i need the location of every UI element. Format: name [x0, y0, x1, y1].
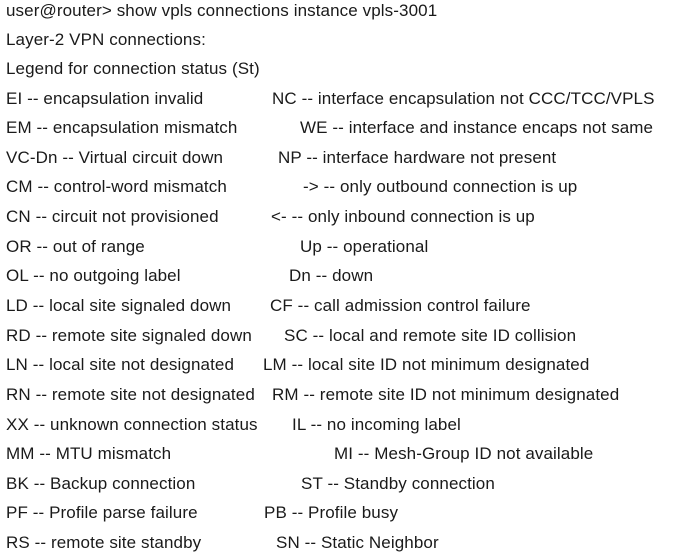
legend-code-left: VC-Dn -- Virtual circuit down — [6, 148, 224, 167]
legend-row: RD -- remote site signaled down SC -- lo… — [0, 325, 675, 347]
legend-code-right: Up -- operational — [300, 237, 429, 256]
legend-row: CN -- circuit not provisioned <- -- only… — [0, 206, 675, 228]
legend-code-right: SN -- Static Neighbor — [276, 533, 439, 552]
legend-row: OR -- out of range Up -- operational — [0, 236, 675, 258]
legend-code-left: OR -- out of range — [6, 237, 145, 256]
legend-row: EI -- encapsulation invalid NC -- interf… — [0, 88, 675, 110]
legend-code-left: CN -- circuit not provisioned — [6, 207, 219, 226]
legend-code-left: CM -- control-word mismatch — [6, 177, 227, 196]
legend-row: OL -- no outgoing label Dn -- down — [0, 265, 675, 287]
legend-row: BK -- Backup connection ST -- Standby co… — [0, 473, 675, 495]
command-line: user@router> show vpls connections insta… — [6, 1, 438, 20]
legend-code-left: XX -- unknown connection status — [6, 415, 258, 434]
legend-code-right: RM -- remote site ID not minimum designa… — [272, 385, 620, 404]
legend-code-left: BK -- Backup connection — [6, 474, 196, 493]
legend-row: MM -- MTU mismatch MI -- Mesh-Group ID n… — [0, 443, 675, 465]
legend-code-left: LN -- local site not designated — [6, 355, 235, 374]
legend-code-right: ST -- Standby connection — [301, 474, 495, 493]
legend-code-right: IL -- no incoming label — [292, 415, 461, 434]
legend-code-left: MM -- MTU mismatch — [6, 444, 172, 463]
legend-code-left: EM -- encapsulation mismatch — [6, 118, 238, 137]
legend-code-right: WE -- interface and instance encaps not … — [300, 118, 654, 137]
legend-code-right: <- -- only inbound connection is up — [271, 207, 535, 226]
legend-code-left: PF -- Profile parse failure — [6, 503, 198, 522]
legend-code-right: NP -- interface hardware not present — [278, 148, 557, 167]
legend-code-left: LD -- local site signaled down — [6, 296, 232, 315]
legend-code-right: Dn -- down — [289, 266, 374, 285]
legend-title: Legend for connection status (St) — [6, 59, 260, 78]
output-heading: Layer-2 VPN connections: — [6, 30, 206, 49]
legend-row: LN -- local site not designated LM -- lo… — [0, 354, 675, 376]
legend-code-right: CF -- call admission control failure — [270, 296, 531, 315]
legend-row: RS -- remote site standby SN -- Static N… — [0, 532, 675, 554]
legend-code-right: PB -- Profile busy — [264, 503, 399, 522]
legend-code-left: RS -- remote site standby — [6, 533, 202, 552]
legend-row: XX -- unknown connection status IL -- no… — [0, 414, 675, 436]
legend-row: VC-Dn -- Virtual circuit down NP -- inte… — [0, 147, 675, 169]
legend-code-right: LM -- local site ID not minimum designat… — [263, 355, 590, 374]
legend-row: RN -- remote site not designated RM -- r… — [0, 384, 675, 406]
legend-code-left: OL -- no outgoing label — [6, 266, 181, 285]
legend-code-left: RD -- remote site signaled down — [6, 326, 252, 345]
legend-row: PF -- Profile parse failure PB -- Profil… — [0, 502, 675, 524]
legend-code-left: EI -- encapsulation invalid — [6, 89, 204, 108]
legend-code-left: RN -- remote site not designated — [6, 385, 255, 404]
legend-row: CM -- control-word mismatch -> -- only o… — [0, 176, 675, 198]
legend-row: EM -- encapsulation mismatch WE -- inter… — [0, 117, 675, 139]
legend-code-right: MI -- Mesh-Group ID not available — [334, 444, 594, 463]
legend-code-right: NC -- interface encapsulation not CCC/TC… — [272, 89, 655, 108]
legend-code-right: -> -- only outbound connection is up — [303, 177, 578, 196]
legend-code-right: SC -- local and remote site ID collision — [284, 326, 577, 345]
legend-row: LD -- local site signaled down CF -- cal… — [0, 295, 675, 317]
